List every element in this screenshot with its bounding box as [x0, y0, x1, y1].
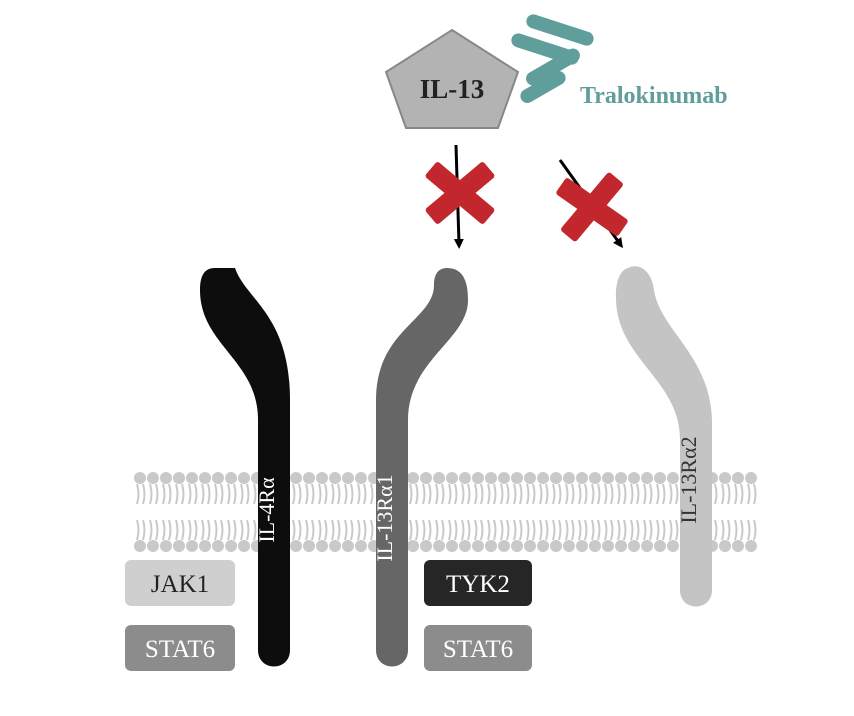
il13ra2-label: IL-13Rα2: [676, 436, 701, 523]
jak1-box: JAK1: [125, 560, 235, 606]
il13-label: IL-13: [420, 74, 485, 104]
il13ra1-label: IL-13Rα1: [372, 474, 397, 561]
block-x-icon-il13ra2: [556, 172, 628, 242]
tralokinumab-antibody-icon: [511, 14, 594, 103]
il13ra1-receptor: [376, 268, 468, 667]
stat6-right-box: STAT6: [424, 625, 532, 671]
stat6-right-label: STAT6: [443, 636, 513, 663]
stat6-left-box: STAT6: [125, 625, 235, 671]
stat6-left-label: STAT6: [145, 636, 215, 663]
jak1-label: JAK1: [151, 571, 209, 598]
cell-membrane: [134, 472, 757, 552]
tralokinumab-label: Tralokinumab: [580, 83, 728, 109]
block-x-icon-il13ra1: [425, 162, 495, 224]
tyk2-box: TYK2: [424, 560, 532, 606]
il13ra2-receptor: [615, 266, 712, 607]
tyk2-label: TYK2: [446, 571, 510, 598]
il4ra-label: IL-4Rα: [254, 477, 279, 543]
il13-ligand-pentagon: [384, 28, 520, 129]
il4ra-receptor: [200, 268, 290, 667]
